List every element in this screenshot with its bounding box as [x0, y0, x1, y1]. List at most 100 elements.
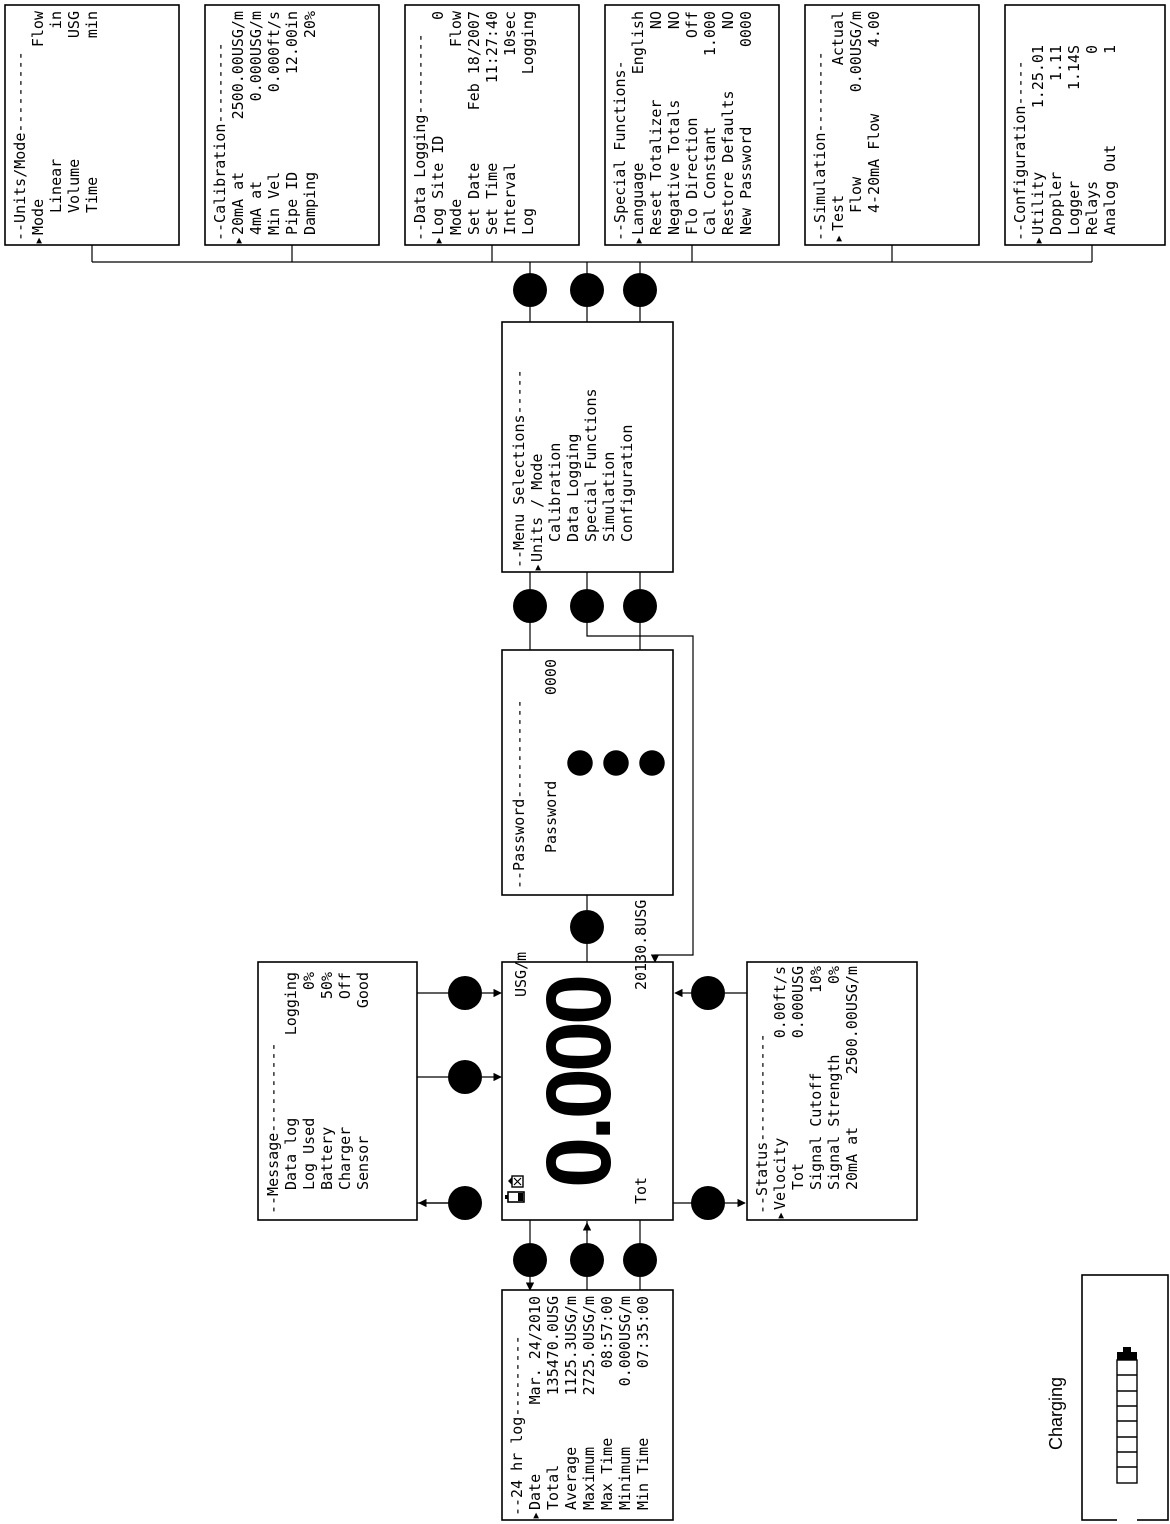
row-label: Time [83, 177, 101, 213]
row-label: Tot [789, 1163, 807, 1190]
screen-title: --Units/Mode--------- [11, 51, 29, 241]
enter-button[interactable] [623, 589, 657, 623]
row-value: 08:57:00 [598, 1296, 616, 1368]
svg-text:▸: ▸ [771, 1211, 789, 1220]
row-value: 0.000USG [789, 966, 807, 1038]
row-label: 4mA at [247, 181, 265, 235]
row-value: Off [683, 11, 701, 38]
enter-button[interactable] [623, 1243, 657, 1277]
row-value: 1125.3USG/m [562, 1296, 580, 1395]
charging-label: Charging [1046, 1377, 1066, 1450]
row-label: Restore Defaults [719, 91, 737, 236]
row-label: 20mA at [229, 172, 247, 235]
screen-title: --Simulation--------- [811, 51, 829, 241]
row-value: 11:27:40 [483, 11, 501, 83]
row-label: 20mA at [843, 1127, 861, 1190]
enter-button[interactable] [448, 976, 482, 1010]
row-label: Flo Direction [683, 118, 701, 235]
row-value: 0.00ft/s [771, 966, 789, 1038]
row-label: Negative Totals [665, 100, 683, 235]
up-arrow-button[interactable] [570, 1243, 604, 1277]
row-value: Logging [282, 972, 300, 1035]
svg-text:▸: ▸ [429, 236, 447, 245]
row-label: Data log [282, 1118, 300, 1190]
down-arrow-button[interactable] [691, 1186, 725, 1220]
row-label: Battery [318, 1127, 336, 1190]
row-value: Actual [829, 11, 847, 65]
down-arrow-button[interactable] [570, 589, 604, 623]
menu-item-units-mode[interactable]: Units / Mode [528, 454, 546, 562]
row-value: in [47, 11, 65, 29]
password-value[interactable]: 0000 [542, 659, 560, 695]
configuration-screen: --Configuration----- ▸ Utility 1.25.01 D… [1004, 4, 1166, 246]
row-label: Sensor [354, 1136, 372, 1190]
enter-button[interactable] [691, 976, 725, 1010]
menu-item-special-functions[interactable]: Special Functions [582, 388, 600, 542]
data-logging-screen: --Data Logging--------- ▸ Log Site ID 0 … [404, 4, 580, 246]
up-arrow-button[interactable] [513, 273, 547, 307]
row-value: 2500.00USG/m [229, 11, 247, 119]
row-value: 20% [301, 11, 319, 38]
up-arrow-button[interactable] [448, 1186, 482, 1220]
row-value: Off [336, 972, 354, 999]
row-label: Utility [1029, 172, 1047, 235]
row-label: Velocity [771, 1138, 789, 1210]
svg-text:▸: ▸ [528, 563, 546, 572]
row-label: Set Date [465, 163, 483, 235]
row-value: 0.000ft/s [265, 11, 283, 92]
flow-rate-value: 0.000 [528, 977, 630, 1188]
down-arrow-button[interactable] [513, 1243, 547, 1277]
up-arrow-button[interactable] [567, 750, 593, 776]
enter-button[interactable] [601, 748, 631, 778]
row-label: Linear [47, 159, 65, 213]
message-screen: --Message---------- Data log Logging Log… [257, 961, 418, 1221]
menu-item-calibration[interactable]: Calibration [546, 443, 564, 542]
enter-button[interactable] [623, 273, 657, 307]
row-label: Average [562, 1447, 580, 1510]
flow-units: USG/m [512, 952, 530, 997]
row-label: Signal Cutoff [807, 1073, 825, 1190]
row-label: Min Time [634, 1438, 652, 1510]
up-arrow-button[interactable] [513, 589, 547, 623]
screen-title: --Calibration--------- [211, 42, 229, 241]
row-value: Mar. 24/2010 [526, 1296, 544, 1404]
row-label: Damping [301, 172, 319, 235]
calibration-screen: --Calibration--------- ▸ 20mA at 2500.00… [204, 4, 380, 246]
row-value: Logging [519, 11, 537, 74]
row-value: 1.11 [1047, 45, 1065, 81]
row-label: Set Time [483, 163, 501, 235]
screen-title: --Message---------- [264, 1042, 282, 1214]
menu-item-configuration[interactable]: Configuration [618, 425, 636, 542]
row-value: 0000 [737, 11, 755, 47]
down-arrow-button[interactable] [448, 1060, 482, 1094]
row-label: 4-20mA Flow [865, 113, 883, 213]
row-label: Flow [847, 176, 865, 213]
row-label: Cal Constant [701, 127, 719, 235]
screen-title: --Configuration----- [1011, 60, 1029, 241]
row-value: 1.25.01 [1029, 45, 1047, 108]
row-value: 0 [1083, 45, 1101, 54]
up-arrow-button[interactable] [570, 910, 604, 944]
row-label: Log Site ID [429, 136, 447, 235]
menu-item-simulation[interactable]: Simulation [600, 452, 618, 542]
row-value: 50% [318, 972, 336, 999]
row-value: 0.000USG/m [616, 1296, 634, 1386]
row-value: USG [65, 11, 83, 38]
row-value: 0% [825, 966, 843, 984]
row-value: 07:35:00 [634, 1296, 652, 1368]
down-arrow-button[interactable] [639, 750, 665, 776]
row-value: 135470.0USG [544, 1296, 562, 1395]
row-label: Log [519, 208, 537, 235]
down-arrow-button[interactable] [570, 273, 604, 307]
row-value: 1 [1101, 45, 1119, 54]
log-24hr-screen: --24 hr log--------- ▸ Date Mar. 24/2010… [501, 1289, 674, 1521]
row-label: Total [544, 1465, 562, 1510]
row-label: Date [526, 1474, 544, 1510]
row-label: Signal Strength [825, 1055, 843, 1190]
row-label: Min Vel [265, 172, 283, 235]
row-value: 10sec [501, 11, 519, 56]
row-value: 1.14S [1065, 45, 1083, 90]
screen-title: --24 hr log--------- [508, 1335, 526, 1516]
menu-item-data-logging[interactable]: Data Logging [564, 434, 582, 542]
